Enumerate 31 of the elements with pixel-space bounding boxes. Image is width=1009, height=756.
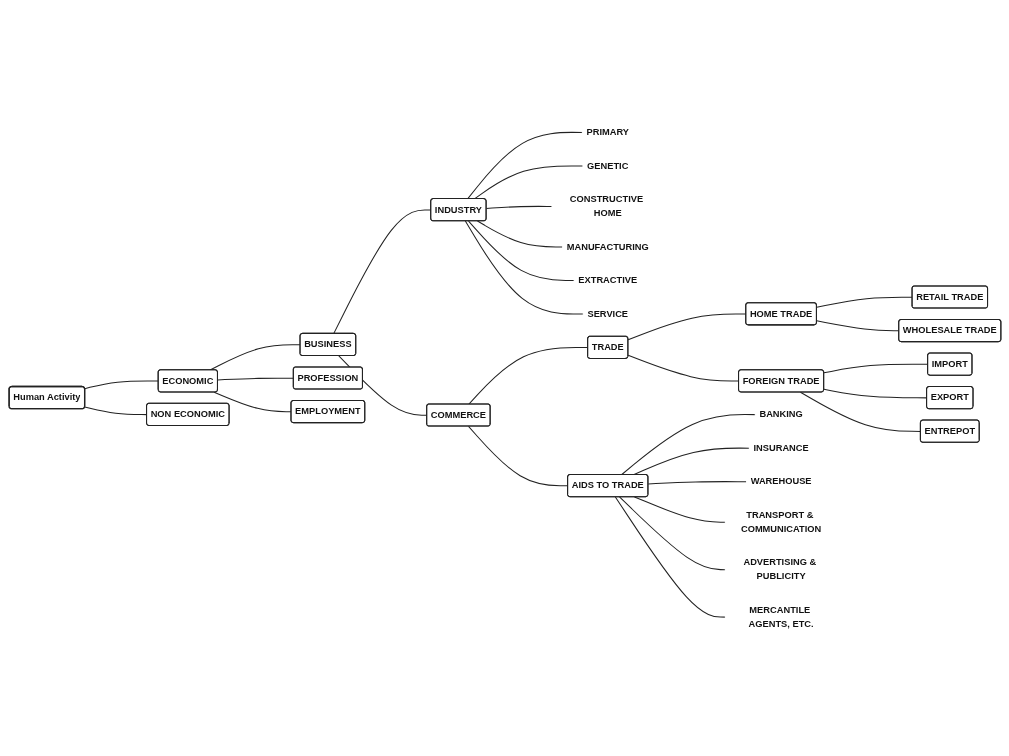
connector bbox=[473, 165, 584, 200]
connector bbox=[467, 220, 575, 281]
connector bbox=[83, 406, 147, 416]
connector bbox=[647, 481, 747, 485]
connector bbox=[815, 320, 899, 332]
node-text: ADVERTISING & PUBLICITY bbox=[742, 557, 816, 582]
connector bbox=[822, 363, 928, 374]
connector bbox=[332, 209, 431, 335]
node-text: SERVICE bbox=[586, 308, 628, 319]
connector bbox=[485, 205, 553, 209]
node-text: MANUFACTURING bbox=[566, 241, 649, 252]
node-text: WAREHOUSE bbox=[750, 476, 812, 487]
connector bbox=[467, 347, 588, 405]
connector bbox=[618, 496, 726, 571]
node-text: CONSTRUCTIVE HOME bbox=[569, 193, 643, 219]
connector bbox=[620, 414, 756, 476]
node-text: PRIMARY bbox=[586, 126, 629, 138]
node-text: GENETIC bbox=[586, 160, 628, 171]
node-text: MERCANTILE AGENTS, ETC. bbox=[748, 604, 814, 629]
connector bbox=[476, 220, 563, 248]
node-text: TRANSPORT & COMMUNICATION bbox=[740, 509, 821, 534]
node-text: INSURANCE bbox=[753, 442, 809, 453]
node-text: BANKING bbox=[758, 408, 803, 420]
connector bbox=[614, 496, 726, 618]
connector bbox=[627, 354, 739, 382]
connector bbox=[466, 131, 583, 200]
node-text: EXTRACTIVE bbox=[577, 274, 637, 286]
connector bbox=[633, 496, 726, 523]
connector bbox=[822, 388, 927, 399]
connector bbox=[464, 220, 584, 315]
connector bbox=[467, 425, 568, 487]
